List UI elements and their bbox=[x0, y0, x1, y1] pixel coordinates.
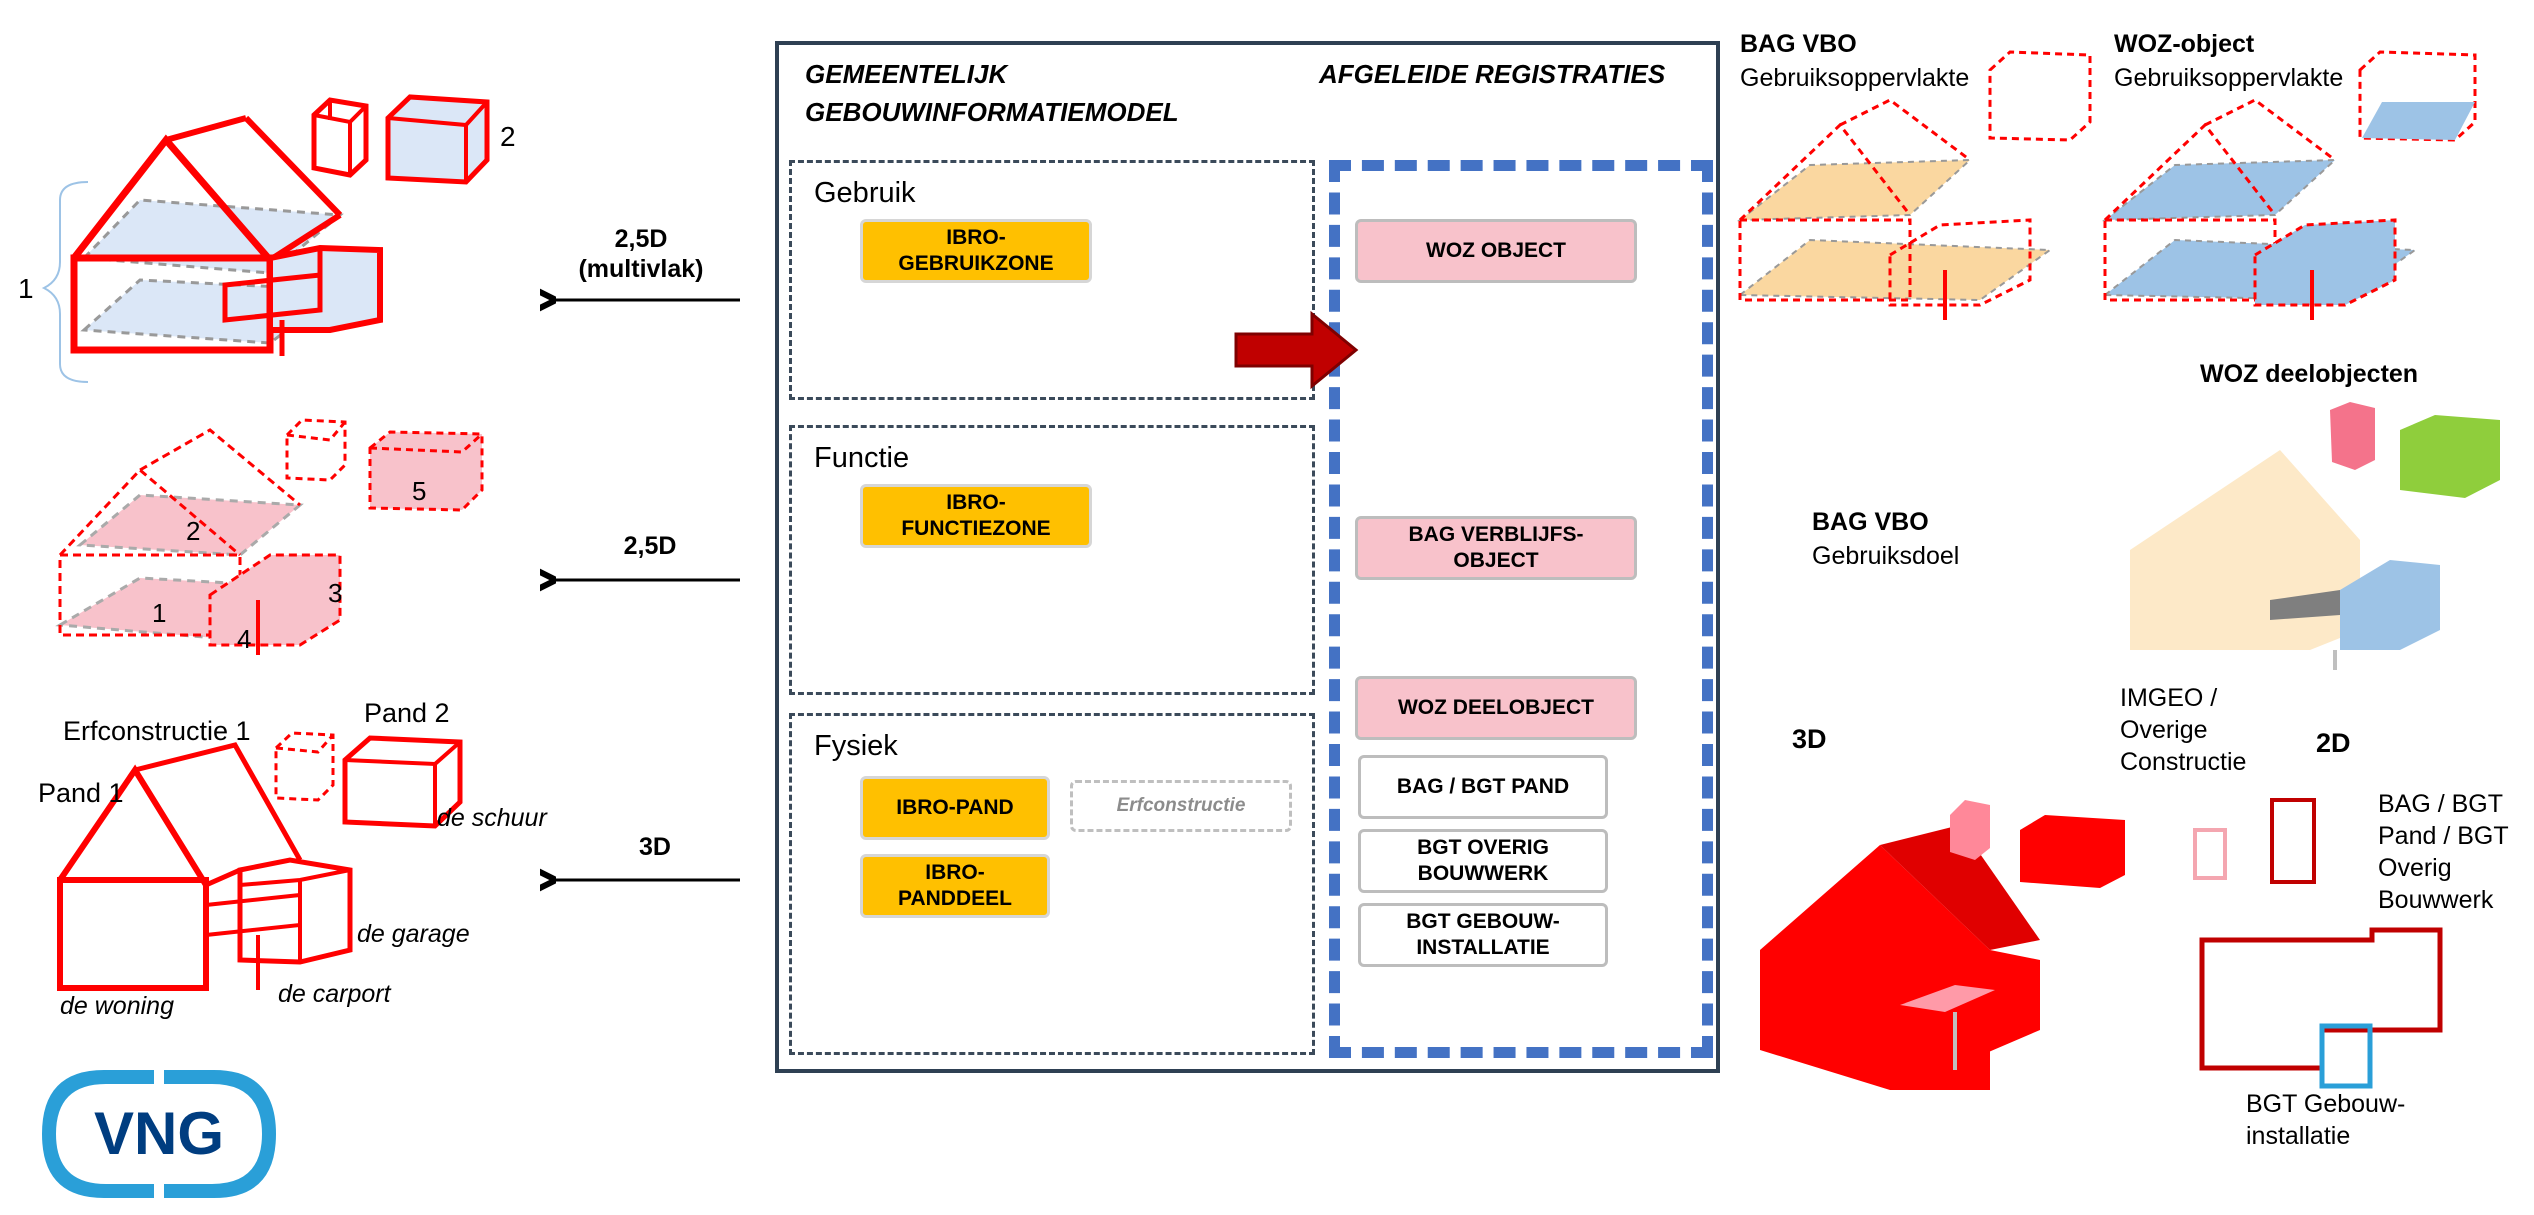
label-1-top: 1 bbox=[18, 273, 34, 304]
erfconstructie-item: Erfconstructie bbox=[1070, 780, 1292, 832]
bracket-1 bbox=[41, 181, 89, 383]
woz-object-sub: Gebruiksoppervlakte bbox=[2114, 64, 2344, 92]
header-gebouwinformatiemodel: GEMEENTELIJK GEBOUWINFORMATIEMODEL bbox=[805, 59, 1179, 127]
group-title-fysiek: Fysiek bbox=[814, 730, 898, 762]
erfconstructie-cube bbox=[274, 731, 335, 802]
reg-bgt-gebouwinstallatie: BGT GEBOUW- INSTALLATIE bbox=[1358, 903, 1608, 967]
small-cube-2 bbox=[385, 94, 490, 185]
small-cube-1 bbox=[311, 97, 369, 178]
pand2-shed bbox=[342, 735, 463, 829]
mid-cube-2 bbox=[368, 430, 484, 512]
label-2d: 2D bbox=[2316, 728, 2351, 758]
group-title-gebruik: Gebruik bbox=[814, 177, 916, 209]
ibro-functiezone: IBRO- FUNCTIEZONE bbox=[860, 484, 1092, 548]
label-2-top: 2 bbox=[500, 121, 516, 152]
vng-logo: VNG bbox=[42, 1070, 276, 1198]
arrow-label-3d: 3D bbox=[639, 833, 671, 861]
header-afgeleide-registraties: AFGELEIDE REGISTRATIES bbox=[1319, 59, 1666, 89]
bag-bgt-pand-label: BAG / BGT Pand / BGT Overig Bouwwerk bbox=[2378, 790, 2509, 914]
garage-box bbox=[267, 244, 383, 333]
group-gebruik: Gebruik IBRO- GEBRUIKZONE bbox=[789, 160, 1315, 400]
arrow-label-25d: 2,5D bbox=[623, 532, 677, 560]
label-3d: 3D bbox=[1792, 724, 1827, 754]
label-mid-1: 1 bbox=[152, 598, 166, 628]
mid-cube-1 bbox=[285, 418, 347, 482]
ibro-pand: IBRO-PAND bbox=[860, 776, 1050, 840]
group-functie: Functie IBRO- FUNCTIEZONE bbox=[789, 425, 1315, 695]
right-bottom-illustrations bbox=[1760, 798, 2443, 1090]
label-pand-2: Pand 2 bbox=[364, 698, 450, 728]
woz-deelobjecten-illustration bbox=[2130, 402, 2500, 670]
woz-object-title: WOZ-object bbox=[2114, 30, 2255, 58]
label-schuur: de schuur bbox=[437, 804, 547, 832]
label-erfconstructie: Erfconstructie 1 bbox=[63, 716, 251, 746]
bag-vbo-2-title: BAG VBO bbox=[1812, 508, 1929, 536]
label-mid-4: 4 bbox=[237, 624, 251, 654]
reg-bgt-overig-bouwwerk: BGT OVERIG BOUWWERK bbox=[1358, 829, 1608, 893]
bgt-gebouwinstallatie-label: BGT Gebouw- installatie bbox=[2246, 1090, 2406, 1150]
imgeo-label: IMGEO / Overige Constructie bbox=[2120, 684, 2247, 776]
dimension-arrows bbox=[540, 260, 740, 900]
label-mid-3: 3 bbox=[328, 578, 342, 608]
label-garage: de garage bbox=[357, 920, 470, 948]
registrations-group: WOZ OBJECT BAG VERBLIJFS- OBJECT WOZ DEE… bbox=[1329, 160, 1713, 1058]
center-model-box: GEMEENTELIJK GEBOUWINFORMATIEMODEL AFGEL… bbox=[775, 41, 1720, 1073]
label-mid-5: 5 bbox=[412, 476, 426, 506]
left-illustrations: 1 2 2 5 1 3 4 bbox=[18, 94, 516, 991]
vng-logo-text: VNG bbox=[94, 1100, 224, 1167]
group-title-functie: Functie bbox=[814, 442, 910, 474]
woz-deelobjecten-title: WOZ deelobjecten bbox=[2200, 360, 2419, 388]
label-pand-1: Pand 1 bbox=[38, 778, 124, 808]
label-mid-2: 2 bbox=[186, 516, 200, 546]
carport-box bbox=[222, 272, 323, 323]
label-carport: de carport bbox=[278, 980, 391, 1008]
house-roof-ridge bbox=[165, 115, 247, 143]
bag-vbo-1-sub: Gebruiksoppervlakte bbox=[1740, 64, 1970, 92]
carport-3d bbox=[204, 892, 302, 938]
pand1-body bbox=[57, 877, 209, 991]
reg-woz-deelobject: WOZ DEELOBJECT bbox=[1355, 676, 1637, 740]
reg-bag-verblijfsobject: BAG VERBLIJFS- OBJECT bbox=[1355, 516, 1637, 580]
ibro-panddeel: IBRO- PANDDEEL bbox=[860, 854, 1050, 918]
arrow-label-multivlak: 2,5D (multivlak) bbox=[578, 225, 704, 283]
group-fysiek: Fysiek IBRO-PAND IBRO- PANDDEEL Erfconst… bbox=[789, 713, 1315, 1055]
reg-bag-bgt-pand: BAG / BGT PAND bbox=[1358, 755, 1608, 819]
bag-vbo-2-sub: Gebruiksdoel bbox=[1812, 542, 1960, 570]
garage-3d bbox=[237, 857, 353, 965]
ibro-gebruikzone: IBRO- GEBRUIKZONE bbox=[860, 219, 1092, 283]
derivation-arrow-icon bbox=[1234, 310, 1359, 390]
bag-vbo-1-title: BAG VBO bbox=[1740, 30, 1857, 58]
reg-woz-object: WOZ OBJECT bbox=[1355, 219, 1637, 283]
label-woning: de woning bbox=[60, 992, 174, 1020]
right-top-illustrations bbox=[1736, 50, 2477, 320]
